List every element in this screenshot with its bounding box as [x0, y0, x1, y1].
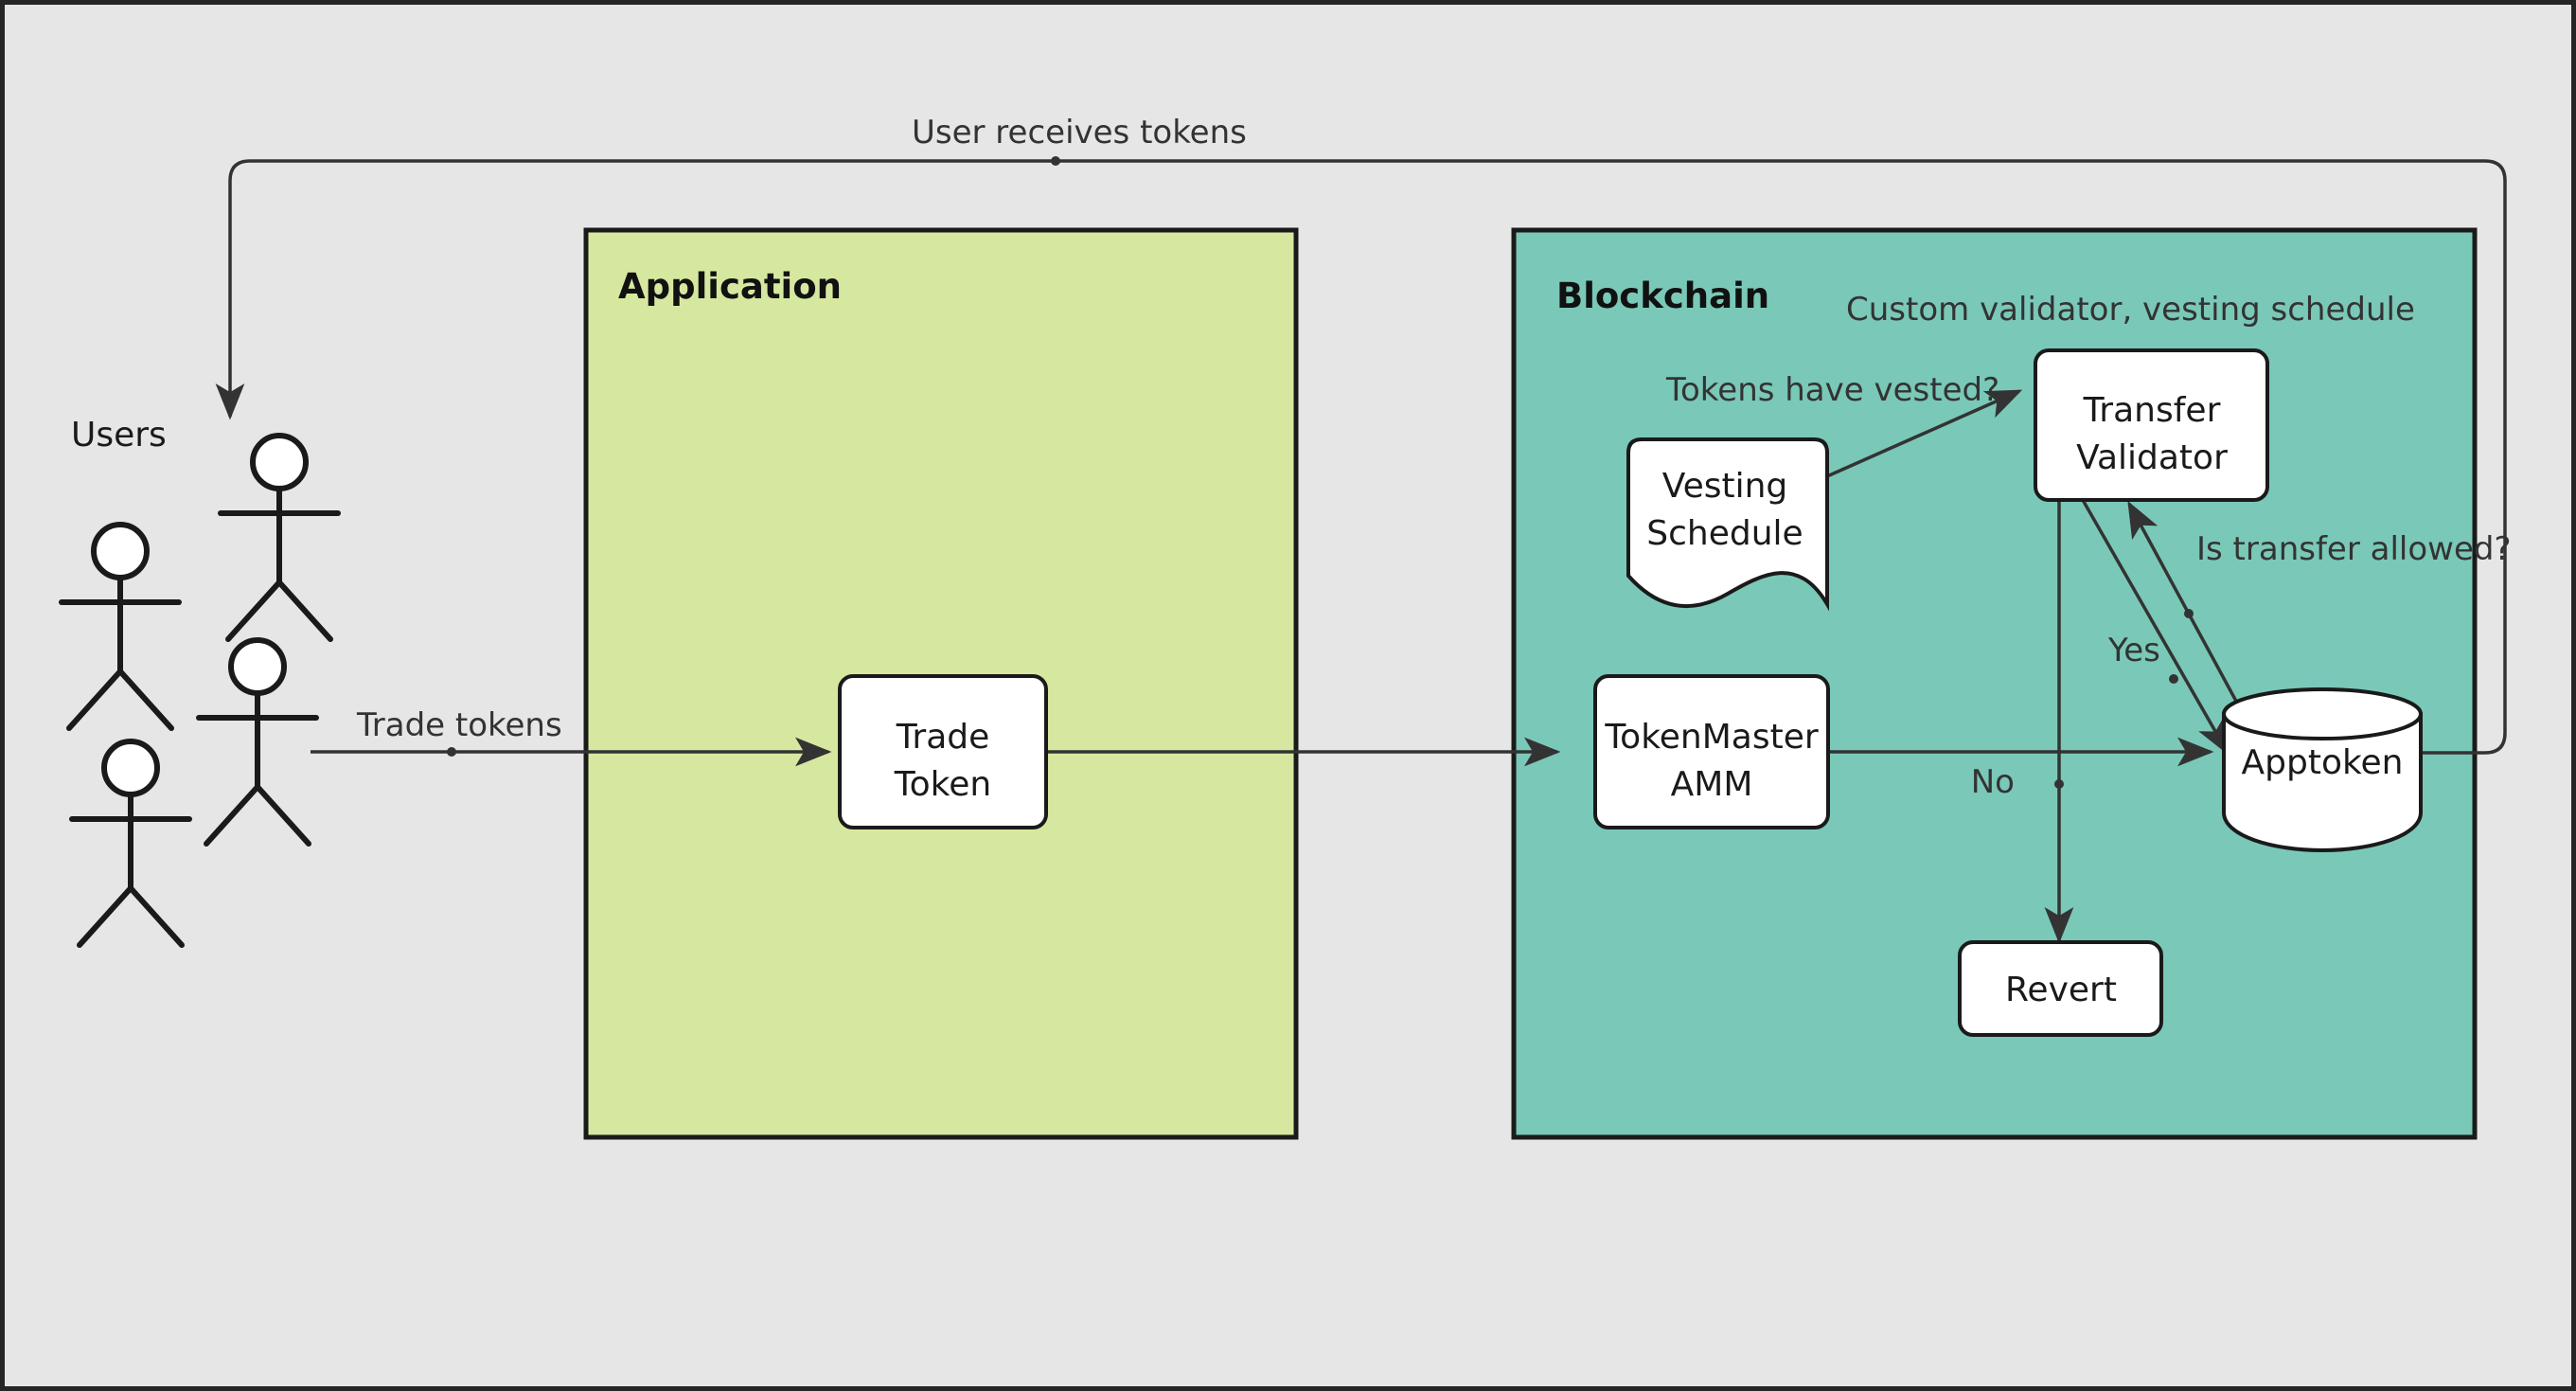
edge-label-trade-tokens: Trade tokens: [356, 706, 562, 744]
node-tokenmaster-amm-label-1: TokenMaster: [1604, 718, 1819, 757]
node-vesting-schedule-label-2: Schedule: [1646, 514, 1803, 553]
edge-trade-tokens: [311, 737, 832, 767]
edge-label-tokens-have-vested: Tokens have vested?: [1665, 371, 1999, 409]
actor-user-3: [196, 637, 319, 847]
node-trade-token-label-1: Trade: [896, 718, 990, 757]
edge-validator-to-revert-no: [2044, 500, 2074, 944]
actor-user-1: [218, 433, 341, 642]
edge-label-user-receives-tokens: User receives tokens: [912, 114, 1247, 152]
actors-label: Users: [71, 416, 167, 455]
node-vesting-schedule[interactable]: Vesting Schedule: [1626, 437, 1829, 612]
actor-user-4: [69, 739, 192, 948]
node-revert-label: Revert: [2005, 971, 2117, 1009]
edge-label-is-transfer-allowed: Is transfer allowed?: [2196, 530, 2512, 568]
node-trade-token-label-2: Token: [894, 765, 991, 804]
node-tokenmaster-amm-label-2: AMM: [1671, 765, 1753, 804]
node-apptoken-label: Apptoken: [2242, 743, 2404, 782]
edge-label-yes: Yes: [2107, 632, 2160, 669]
node-apptoken[interactable]: Apptoken: [2222, 687, 2423, 853]
edge-vesting-validator: [1790, 389, 2023, 504]
container-blockchain-label: Blockchain: [1556, 276, 1769, 316]
node-vesting-schedule-label-1: Vesting: [1662, 467, 1788, 506]
edge-label-custom-validator-note: Custom validator, vesting schedule: [1846, 291, 2415, 329]
node-trade-token[interactable]: Trade Token: [838, 674, 1048, 829]
node-transfer-validator-label-2: Validator: [2076, 438, 2228, 477]
edge-label-no: No: [1971, 763, 2015, 801]
diagram-svg: Application Blockchain: [59, 114, 2512, 1140]
actor-user-2: [59, 522, 182, 731]
node-transfer-validator[interactable]: Transfer Validator: [2034, 348, 2269, 502]
actor-group-users: Users: [59, 416, 341, 948]
edge-validator-to-apptoken-yes: [2081, 499, 2230, 757]
node-revert[interactable]: Revert: [1958, 940, 2163, 1037]
container-application-label: Application: [618, 266, 842, 307]
edge-user-receives-tokens: [215, 156, 2507, 755]
node-transfer-validator-label-1: Transfer: [2083, 391, 2221, 430]
node-tokenmaster-amm[interactable]: TokenMaster AMM: [1593, 674, 1830, 829]
